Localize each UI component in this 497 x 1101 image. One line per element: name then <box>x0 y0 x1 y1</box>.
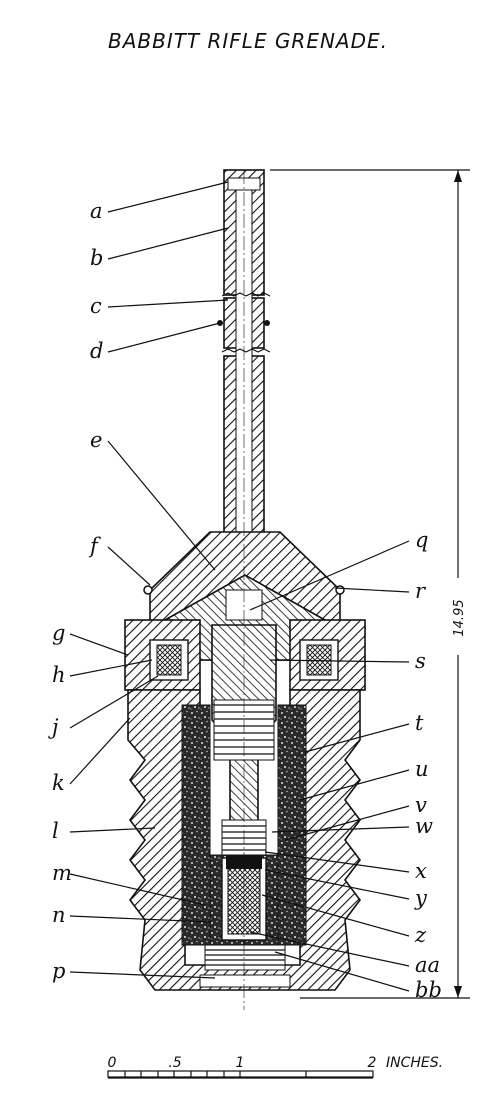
leader-line-y <box>264 869 410 900</box>
grenade-body <box>127 689 361 991</box>
leader-line-d <box>107 322 221 353</box>
tail-rod <box>217 169 271 541</box>
part-label-z: z <box>414 923 427 947</box>
part-label-p: p <box>52 959 65 983</box>
leader-line-n <box>69 915 211 923</box>
part-label-d: d <box>90 339 103 363</box>
leader-line-g <box>69 633 129 656</box>
part-label-g: g <box>52 621 65 645</box>
leader-line-h <box>69 659 153 677</box>
part-label-w: w <box>415 814 433 838</box>
part-label-c: c <box>90 294 102 318</box>
part-label-v: v <box>415 793 427 817</box>
leader-line-k <box>69 717 131 785</box>
diagram-title: BABBITT RIFLE GRENADE. <box>108 29 388 53</box>
part-label-f: f <box>88 534 101 558</box>
leader-line-aa <box>249 931 410 967</box>
leader-line-bb <box>274 951 410 992</box>
leader-line-j <box>69 675 159 729</box>
leader-line-z <box>261 894 410 937</box>
dimension-value: 14.95 <box>452 599 467 636</box>
part-label-e: e <box>90 428 102 452</box>
part-label-aa: aa <box>415 953 440 977</box>
scale-unit: INCHES. <box>386 1055 443 1071</box>
leader-line-a <box>107 181 229 213</box>
part-label-q: q <box>415 528 428 552</box>
scale-tick-2: 2 <box>368 1055 377 1071</box>
part-label-j: j <box>48 715 59 739</box>
overall-length-dimension: 14.95 <box>270 169 470 999</box>
part-label-b: b <box>90 246 103 270</box>
leader-line-v <box>284 805 410 841</box>
scale-tick-0: 0 <box>108 1055 117 1071</box>
leader-line-w <box>271 826 410 833</box>
part-label-s: s <box>415 649 426 673</box>
leader-line-l <box>69 827 156 833</box>
leader-line-s <box>269 659 410 663</box>
scale-bar: 0 .5 1 2 INCHES. <box>107 1055 443 1079</box>
leader-line-e <box>107 440 216 571</box>
leader-line-x <box>264 851 410 873</box>
leader-line-b <box>107 227 229 260</box>
leader-line-m <box>69 873 206 906</box>
part-label-x: x <box>415 859 427 883</box>
part-label-bb: bb <box>415 978 442 1002</box>
collar <box>124 619 366 691</box>
part-label-u: u <box>415 757 429 781</box>
leader-line-u <box>299 769 410 801</box>
part-label-h: h <box>52 663 66 687</box>
leader-line-q <box>249 540 410 611</box>
leader-line-f <box>107 546 151 586</box>
scale-tick-half: .5 <box>168 1055 181 1071</box>
part-label-y: y <box>414 886 428 910</box>
scale-tick-1: 1 <box>236 1055 245 1071</box>
part-label-a: a <box>90 199 103 223</box>
leader-line-c <box>107 299 229 308</box>
leader-line-t <box>304 723 410 753</box>
part-label-m: m <box>52 861 72 885</box>
leader-line-p <box>69 971 216 979</box>
leader-line-r <box>334 587 410 593</box>
part-label-t: t <box>415 711 424 735</box>
part-label-l: l <box>52 819 59 843</box>
part-label-n: n <box>52 903 66 927</box>
part-label-r: r <box>415 579 427 603</box>
part-label-k: k <box>52 771 65 795</box>
